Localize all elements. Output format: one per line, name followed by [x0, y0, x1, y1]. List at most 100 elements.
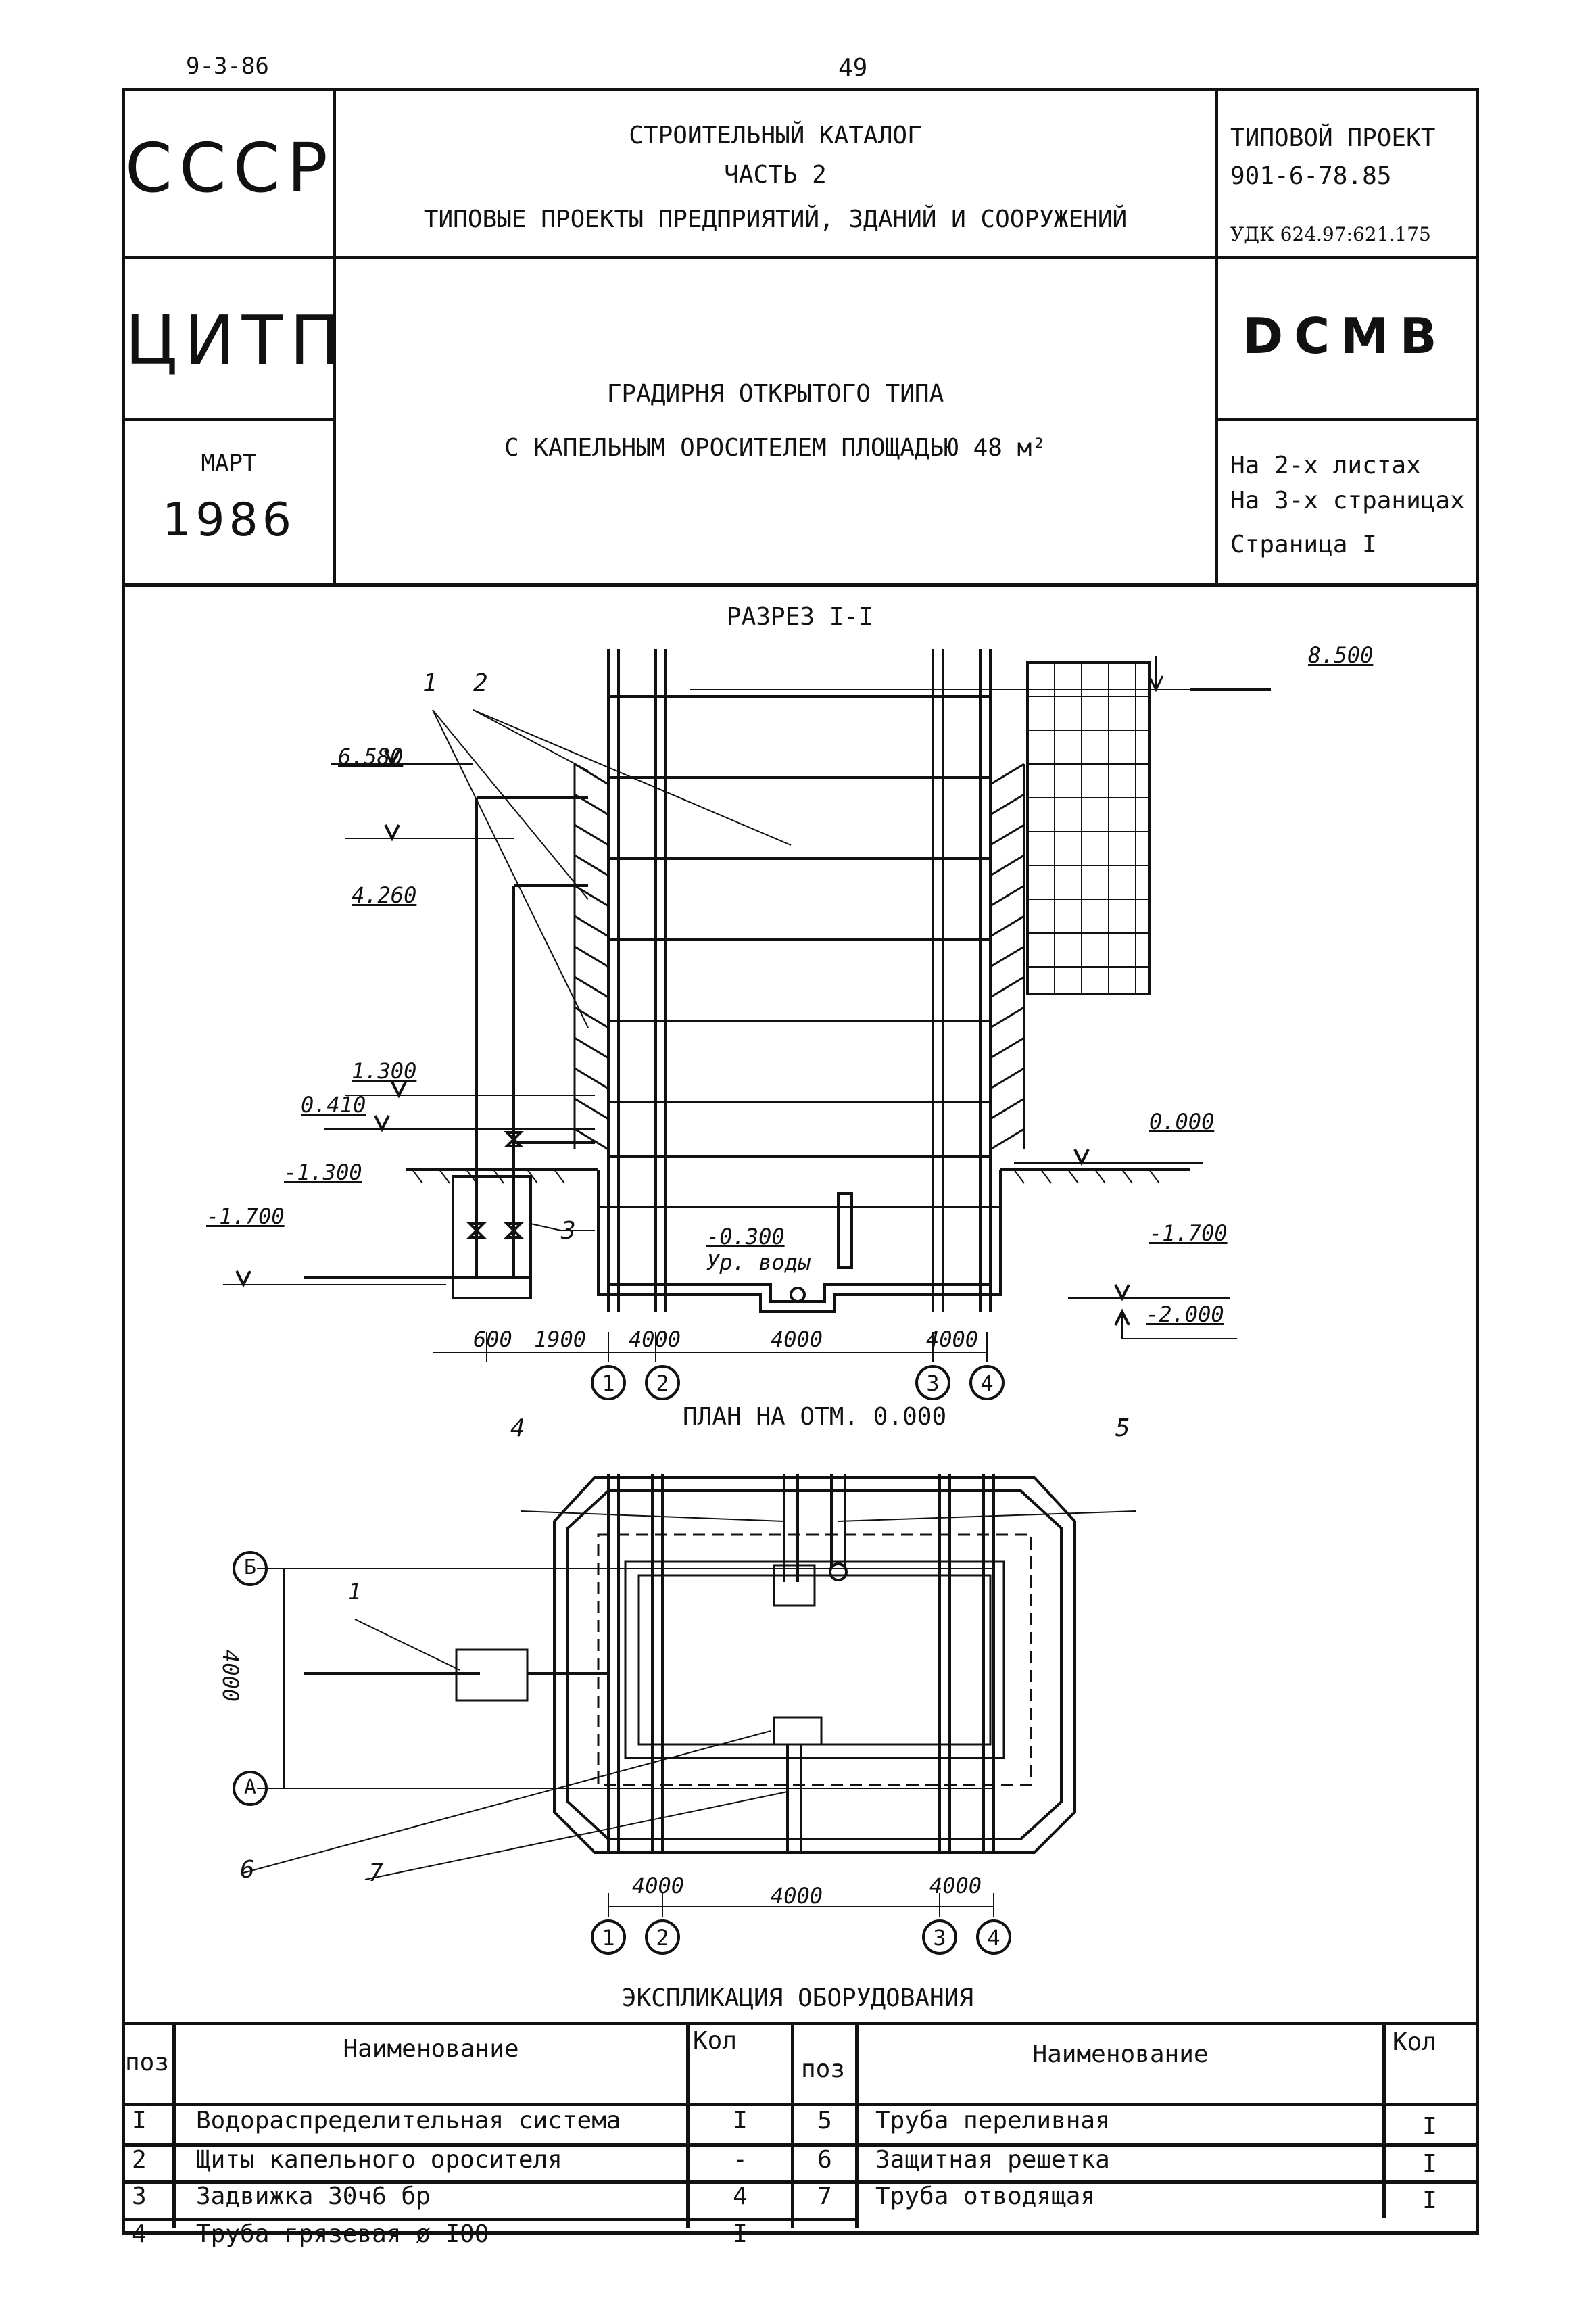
row-qty: I: [1422, 2150, 1437, 2178]
elev-minus-1700-left: -1.700: [206, 1203, 285, 1229]
row-name: Труба отводящая: [875, 2182, 1096, 2210]
row-qty: I: [1422, 2113, 1437, 2141]
org-ussr: СССР: [125, 128, 335, 208]
table-col: [791, 2022, 794, 2228]
axis-1: 1: [602, 1370, 615, 1396]
table-col: [686, 2022, 690, 2228]
plan-axis-2: 2: [656, 1925, 669, 1951]
project-number: 901-6-78.85: [1230, 162, 1392, 190]
org-citp: ЦИТП: [125, 301, 347, 380]
table-col: [855, 2022, 859, 2228]
row-name: Труба переливная: [875, 2107, 1110, 2134]
sheets-count: На 2-х листах: [1230, 452, 1421, 479]
row-pos: 4: [132, 2220, 147, 2248]
doc-code: 9-3-86: [186, 53, 269, 80]
header-pos-left: поз: [125, 2049, 170, 2076]
row-qty: I: [733, 2107, 748, 2134]
plan-callout-7: 7: [368, 1859, 383, 1887]
plan-dim-4000-a: 4000: [632, 1873, 685, 1899]
row-name: Труба грязевая ø I00: [196, 2220, 489, 2248]
plan-axis-1: 1: [602, 1925, 615, 1951]
elev-1300: 1.300: [352, 1058, 417, 1084]
plan-callout-6: 6: [240, 1856, 255, 1884]
header-name-left: Наименование: [343, 2035, 519, 2063]
elev-0000: 0.000: [1149, 1109, 1215, 1135]
header-name-right: Наименование: [1032, 2040, 1209, 2068]
dim-1900: 1900: [534, 1327, 587, 1352]
table-line: [122, 2218, 859, 2221]
project-label: ТИПОВОЙ ПРОЕКТ: [1230, 124, 1436, 152]
table-line: [122, 2022, 1476, 2025]
table-line: [122, 2180, 1476, 2184]
catalog-line1: СТРОИТЕЛЬНЫЙ КАТАЛОГ: [629, 122, 922, 149]
row-name: Задвижка 30ч6 бр: [196, 2182, 431, 2210]
water-level-label: Ур. воды: [706, 1249, 811, 1275]
section-title: РАЗРЕЗ I-I: [727, 603, 873, 631]
page-frame: [122, 88, 1479, 2235]
row-qty: -: [733, 2146, 748, 2174]
row-qty: I: [733, 2220, 748, 2248]
table-col: [1382, 2022, 1386, 2218]
dim-4000-b: 4000: [771, 1327, 823, 1352]
table-line: [122, 2143, 1476, 2147]
page-number: 49: [838, 54, 868, 82]
catalog-line2: ЧАСТЬ 2: [724, 161, 827, 189]
callout-2: 2: [473, 669, 488, 697]
row-pos: I: [132, 2107, 147, 2134]
header-divider: [122, 418, 336, 421]
row-pos: 3: [132, 2182, 147, 2210]
code-dcmv: DCMB: [1242, 308, 1448, 364]
plan-dim-vertical: 4000: [218, 1650, 243, 1702]
plan-callout-1: 1: [348, 1579, 362, 1604]
dim-4000-c: 4000: [926, 1327, 979, 1352]
dim-600: 600: [473, 1327, 512, 1352]
plan-callout-5: 5: [1115, 1414, 1130, 1442]
axis-4: 4: [980, 1370, 994, 1396]
plan-dim-4000-b: 4000: [771, 1883, 823, 1909]
header-divider: [1215, 88, 1218, 587]
plan-dim-4000-c: 4000: [929, 1873, 982, 1899]
year: 1986: [162, 494, 296, 547]
table-col: [172, 2022, 176, 2228]
elev-4260: 4.260: [352, 882, 417, 908]
row-name: Водораспределительная система: [196, 2107, 621, 2134]
row-pos: 6: [817, 2146, 832, 2174]
row-name: Защитная решетка: [875, 2146, 1110, 2174]
header-divider: [333, 88, 336, 587]
row-qty: 4: [733, 2182, 748, 2210]
header-qty-right: Кол: [1393, 2028, 1437, 2056]
plan-drawing: [233, 1474, 1136, 1955]
axis-2: 2: [656, 1370, 669, 1396]
elev-minus-1300: -1.300: [284, 1160, 362, 1185]
plan-callout-4: 4: [510, 1414, 525, 1442]
plan-title: ПЛАН НА ОТМ. 0.000: [683, 1403, 947, 1431]
plan-axis-4: 4: [987, 1925, 1000, 1951]
catalog-line3: ТИПОВЫЕ ПРОЕКТЫ ПРЕДПРИЯТИЙ, ЗДАНИЙ И СО…: [423, 206, 1128, 233]
pages-count: На 3-х страницах: [1230, 487, 1465, 515]
header-qty-left: Кол: [693, 2027, 737, 2055]
plan-axis-3: 3: [933, 1925, 946, 1951]
row-pos: 7: [817, 2182, 832, 2210]
title-line1: ГРАДИРНЯ ОТКРЫТОГО ТИПА: [606, 380, 944, 408]
row-pos: 5: [817, 2107, 832, 2134]
section-drawing: [223, 649, 1271, 1400]
row-axis-b: Б: [243, 1556, 257, 1579]
udk-code: УДК 624.97:621.175: [1230, 223, 1431, 245]
table-title: ЭКСПЛИКАЦИЯ ОБОРУДОВАНИЯ: [621, 1984, 974, 2012]
callout-3: 3: [561, 1217, 576, 1245]
title-line2: С КАПЕЛЬНЫМ ОРОСИТЕЛЕМ ПЛОЩАДЬЮ 48 м²: [504, 434, 1046, 462]
header-divider: [122, 256, 1476, 259]
elev-minus-1700-right: -1.700: [1149, 1220, 1228, 1246]
water-level-value: -0.300: [706, 1224, 785, 1249]
page-index: Страница I: [1230, 531, 1377, 558]
table-line: [122, 2103, 1476, 2106]
row-axis-a: А: [243, 1775, 257, 1799]
elev-minus-2000: -2.000: [1146, 1302, 1224, 1327]
row-qty: I: [1422, 2187, 1437, 2214]
header-divider: [1215, 418, 1476, 421]
elev-6580: 6.580: [338, 744, 404, 769]
row-name: Щиты капельного оросителя: [196, 2146, 562, 2174]
month: МАРТ: [201, 450, 257, 477]
callout-1: 1: [422, 669, 437, 697]
axis-3: 3: [926, 1370, 940, 1396]
